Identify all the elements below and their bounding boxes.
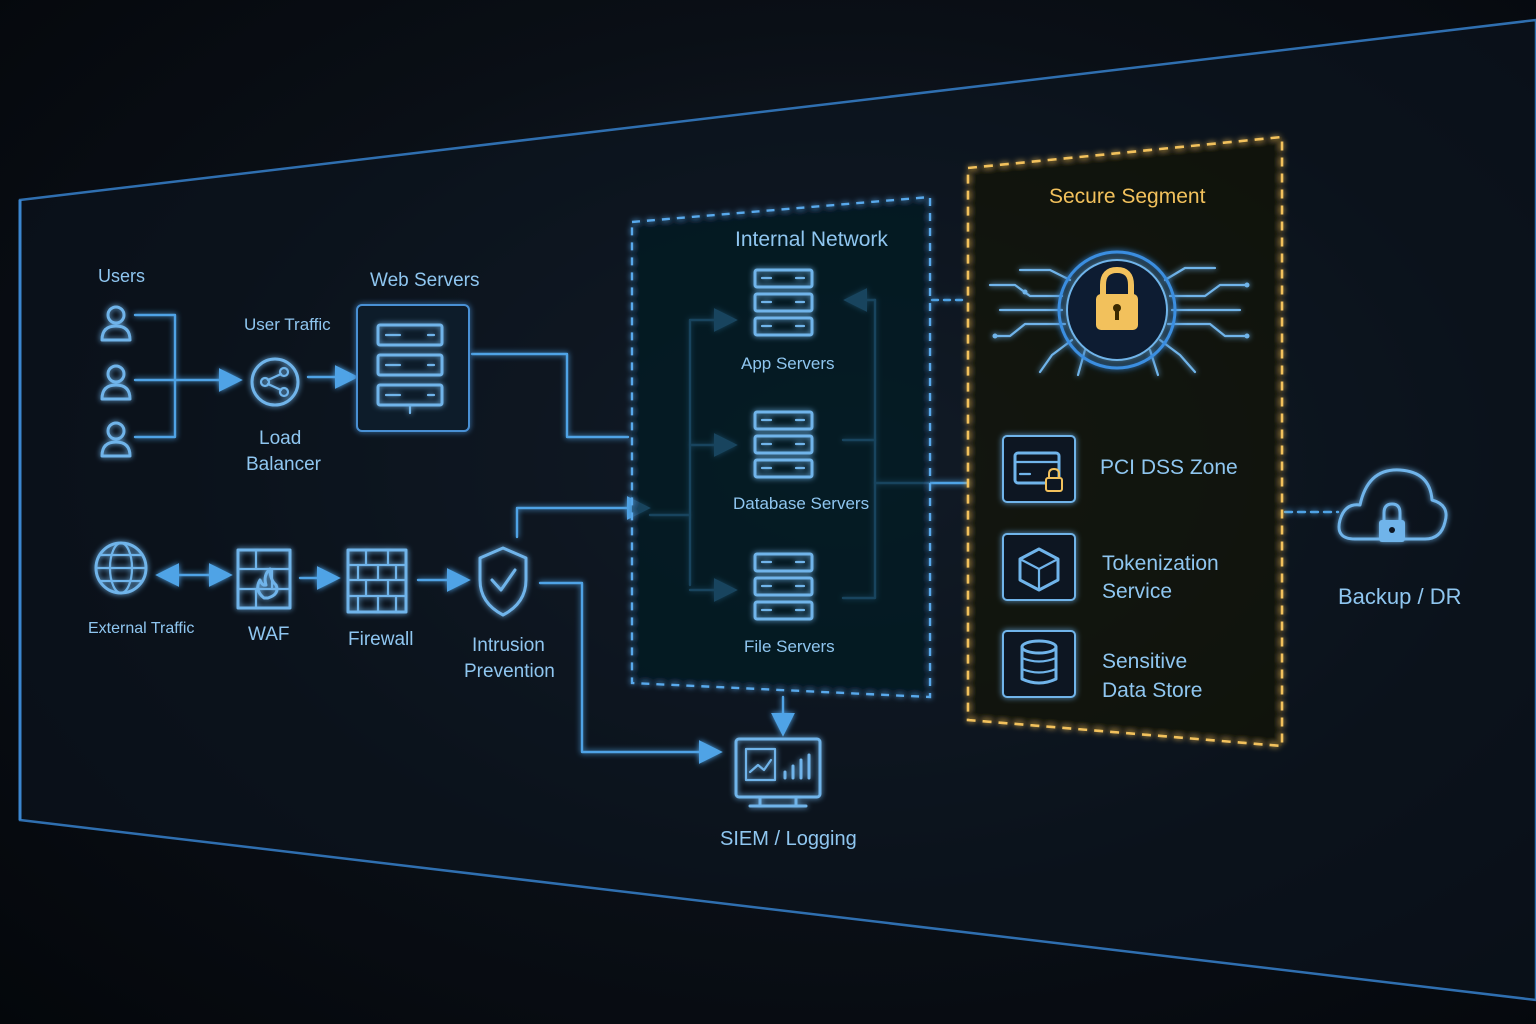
waf-firewall-icon [236,548,292,610]
server-rack-icon [753,410,814,479]
load-balancer-label-1: Load [259,428,301,449]
load-balancer-label-2: Balancer [246,454,322,475]
brick-firewall-icon [346,548,408,614]
tokenization-label-2: Service [1102,580,1172,603]
user-traffic-label: User Traffic [244,315,331,334]
database-icon [1002,630,1076,698]
credit-card-lock-icon [1002,435,1076,503]
internal-network-boundary [630,195,932,699]
waf-label: WAF [248,624,290,645]
monitor-chart-icon [734,737,822,808]
firewall-label: Firewall [348,629,413,650]
file-servers-label: File Servers [744,637,835,656]
server-rack-icon [753,268,814,337]
shield-check-icon [478,546,528,617]
app-servers-label: App Servers [741,354,835,373]
padlock-icon [1057,250,1177,370]
user-icon [100,305,132,342]
user-icon [100,421,132,458]
tokenization-label-1: Tokenization [1102,552,1219,575]
siem-label: SIEM / Logging [720,828,857,850]
sensitive-store-label-1: Sensitive [1102,650,1187,673]
backup-label: Backup / DR [1338,584,1462,609]
pci-zone-label: PCI DSS Zone [1100,456,1238,479]
internal-network-title: Internal Network [735,228,888,251]
web-servers-label: Web Servers [370,270,479,291]
intrusion-prevention-label-1: Intrusion [472,635,545,656]
circuit-lines [988,266,1250,377]
users-label: Users [98,266,145,286]
globe-icon [94,541,148,595]
external-traffic-label: External Traffic [88,620,194,637]
database-servers-label: Database Servers [733,494,869,513]
intrusion-prevention-label-2: Prevention [464,661,555,682]
secure-segment-title: Secure Segment [1049,185,1206,208]
cube-icon [1002,533,1076,601]
server-rack-icon [753,552,814,621]
user-icon [100,364,132,401]
server-rack-icon [376,323,444,415]
sensitive-store-label-2: Data Store [1102,679,1202,702]
share-icon [250,357,300,407]
cloud-lock-icon [1337,468,1448,542]
